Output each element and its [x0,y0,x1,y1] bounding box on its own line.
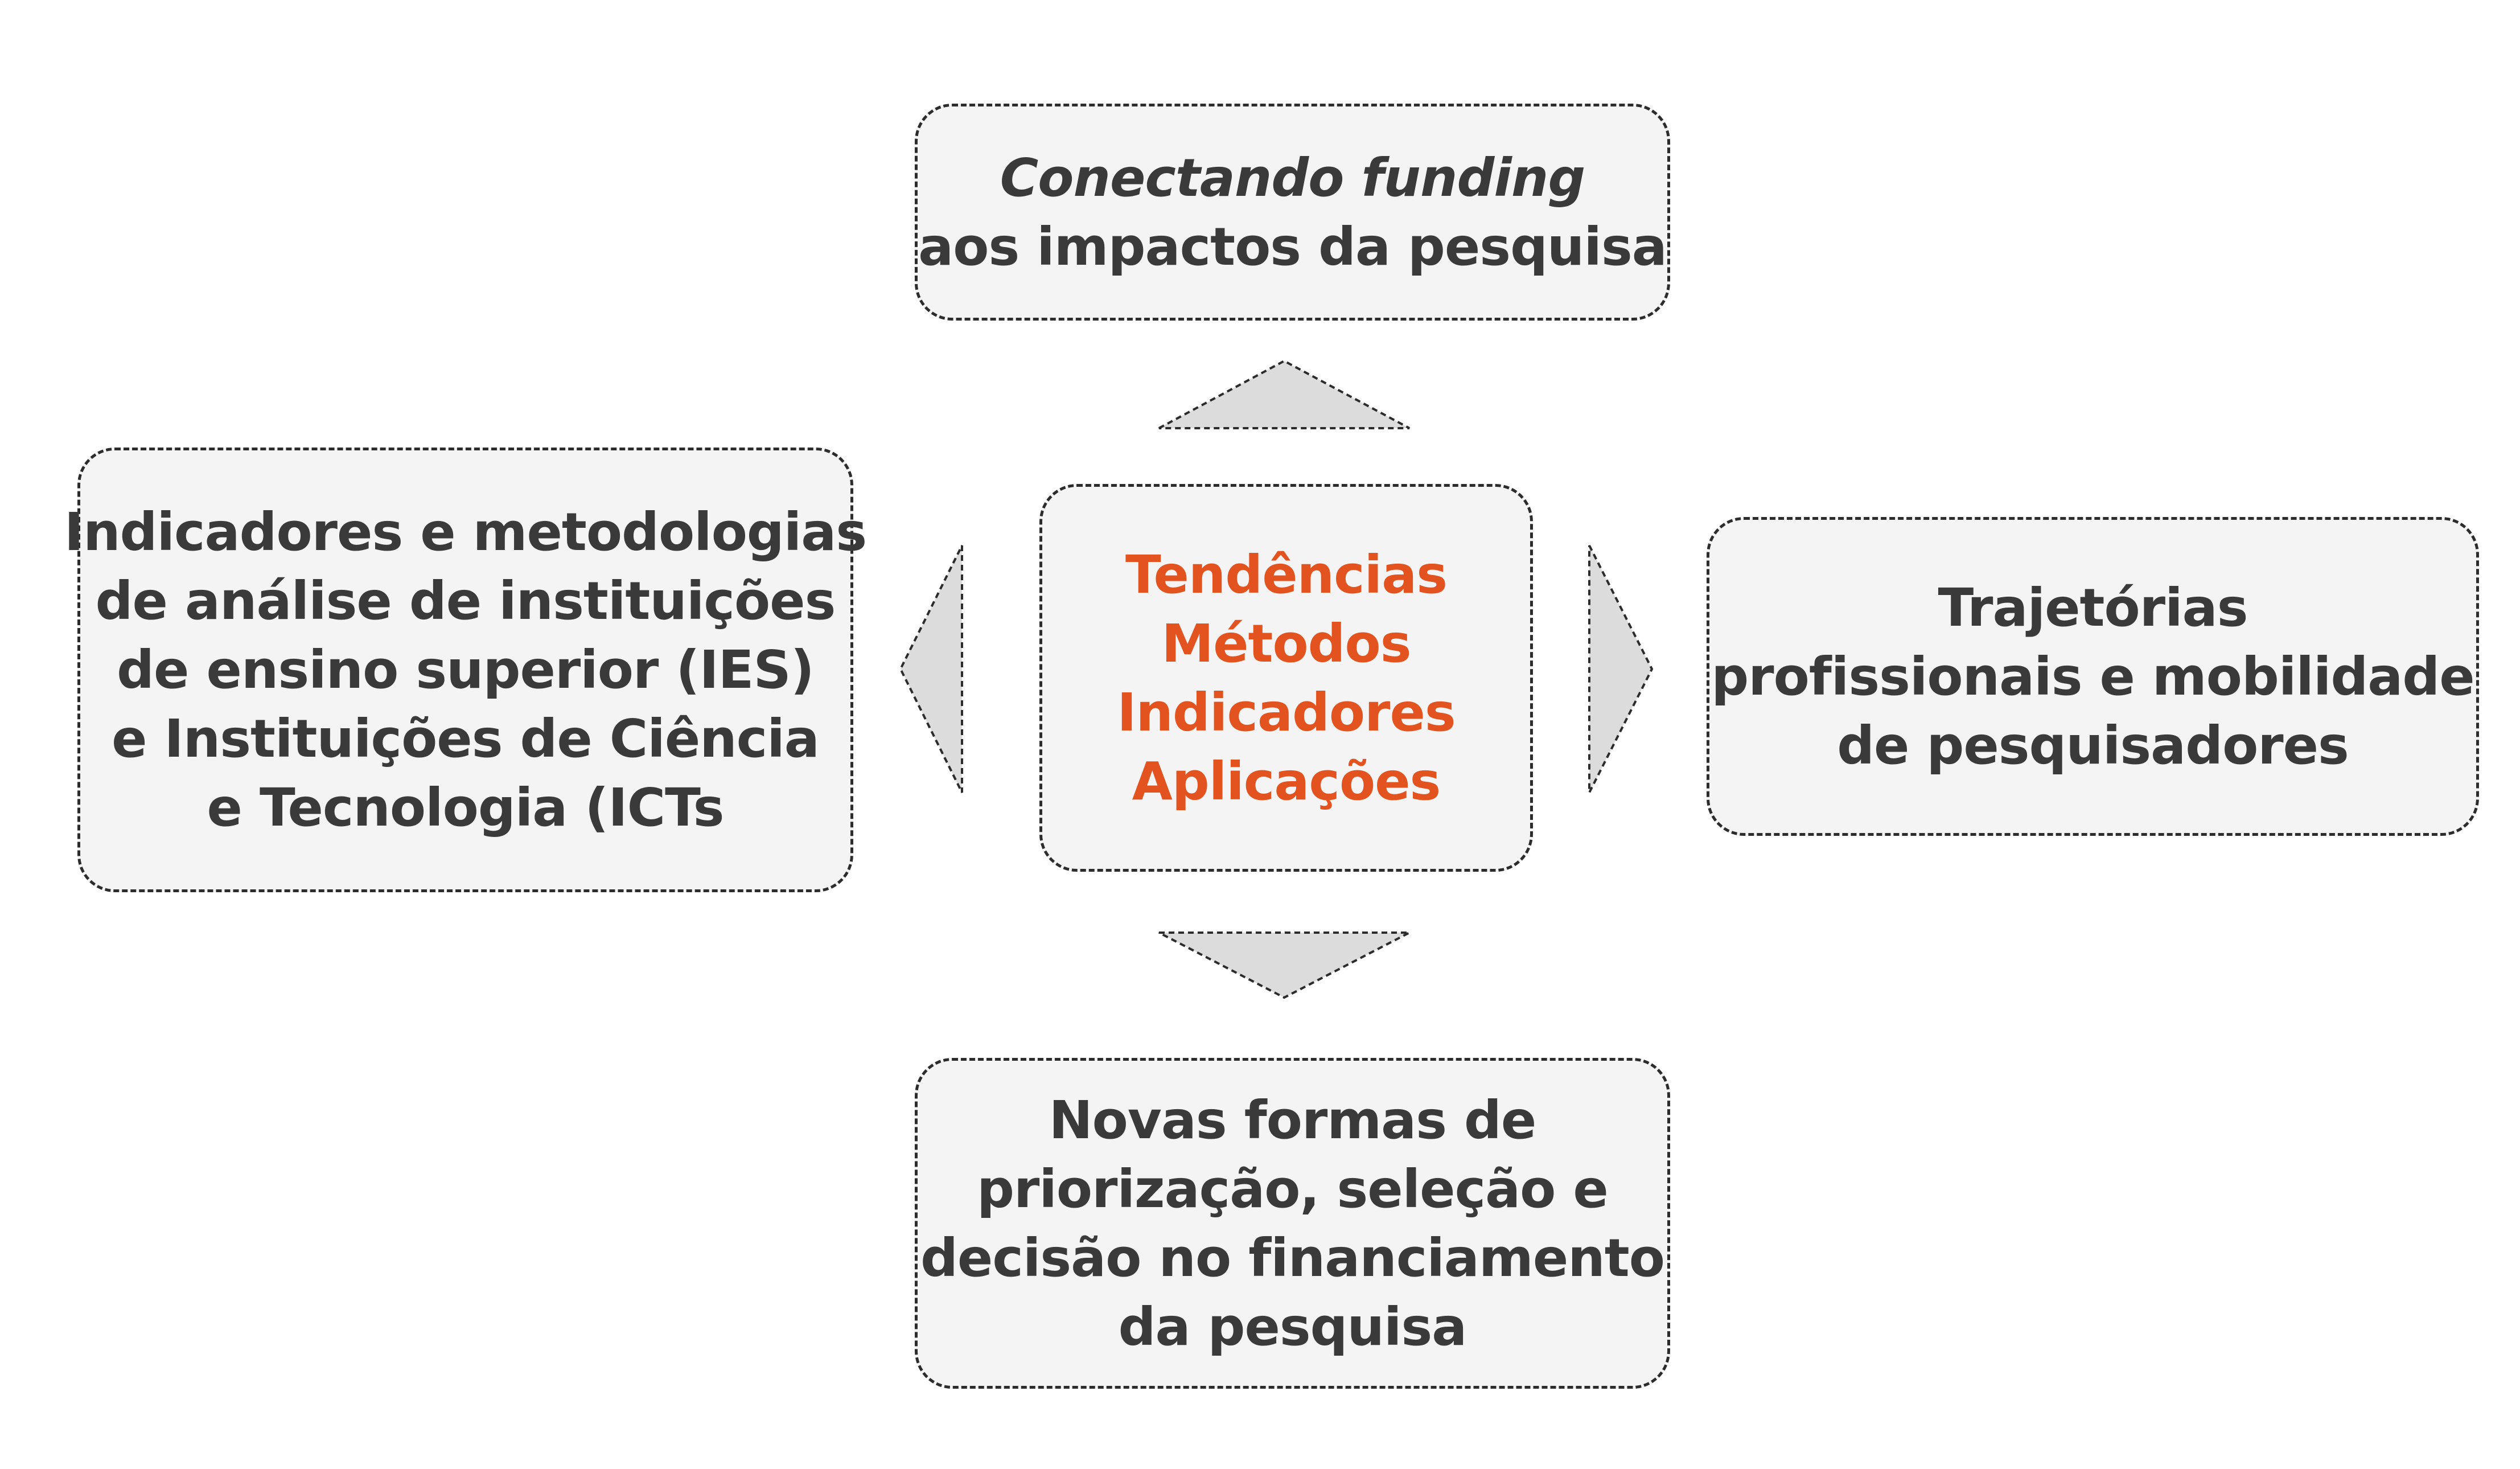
center-box-core-topics: Tendências Métodos Indicadores Aplicaçõe… [1039,484,1533,872]
bottom-box-line-3: decisão no financiamento [920,1227,1665,1289]
bottom-box-funding-decisions: Novas formas de priorização, seleção e d… [915,1058,1670,1389]
center-box-line-4: Aplicações [1132,750,1441,812]
top-box-line-1: Conectando funding [1000,147,1586,208]
center-box-line-2: Métodos [1161,613,1412,674]
left-box-line-4: e Instituições de Ciência [112,708,820,769]
arrow-left [899,545,963,793]
arrow-down [1158,932,1410,999]
arrow-up [1158,359,1410,429]
center-box-line-1: Tendências [1125,544,1448,605]
left-box-institution-indicators: Indicadores e metodologias de análise de… [64,448,867,892]
bottom-box-line-2: priorização, seleção e [977,1158,1609,1220]
top-box-research-funding-impact: Conectando funding aos impactos da pesqu… [915,104,1670,321]
right-box-line-1: Trajetórias [1938,577,2248,638]
right-box-researcher-mobility: Trajetórias profissionais e mobilidade d… [1707,517,2479,836]
left-box-line-3: de ensino superior (IES) [117,639,815,700]
left-box-line-2: de análise de instituições [95,571,836,631]
center-box-line-3: Indicadores [1117,682,1456,743]
top-box-line-2: aos impactos da pesquisa [918,216,1667,277]
bottom-box-line-1: Novas formas de [1049,1089,1537,1151]
right-box-line-2: profissionais e mobilidade [1711,646,2474,707]
right-box-line-3: de pesquisadores [1837,715,2349,776]
left-box-line-5: e Tecnologia (ICTs [207,777,725,838]
left-box-line-1: Indicadores e metodologias [64,502,867,563]
arrow-right [1588,545,1654,793]
bottom-box-line-4: da pesquisa [1118,1296,1467,1357]
